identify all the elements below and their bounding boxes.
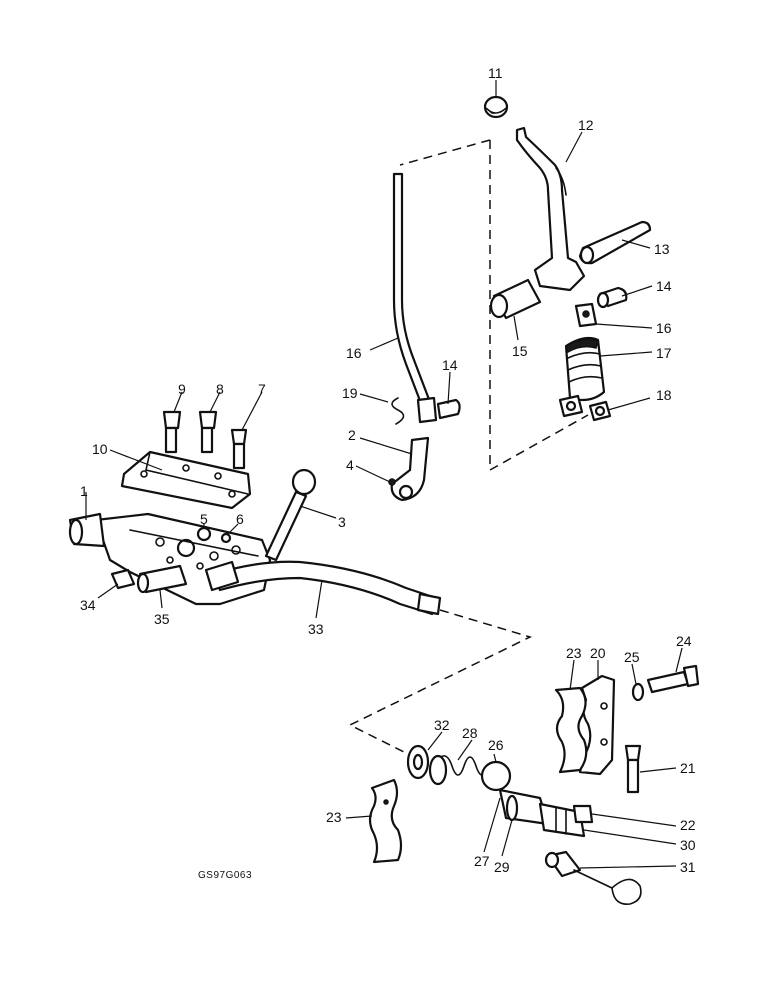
callout-3: 3 (338, 514, 346, 530)
part-13-pin[interactable] (578, 220, 652, 265)
callout-19: 19 (342, 385, 358, 401)
callout-26: 26 (488, 737, 504, 753)
callout-12: 12 (578, 117, 594, 133)
callout-25: 25 (624, 649, 640, 665)
callout-22: 22 (680, 817, 696, 833)
callout-30: 30 (680, 837, 696, 853)
callout-13: 13 (654, 241, 670, 257)
callout-33: 33 (308, 621, 324, 637)
callout-2: 2 (348, 427, 356, 443)
part-23-clamp-lower[interactable] (368, 778, 403, 864)
callout-24: 24 (676, 633, 692, 649)
part-26-ball[interactable] (480, 760, 512, 792)
callout-32: 32 (434, 717, 450, 733)
callout-21: 21 (680, 760, 696, 776)
part-7-bolt[interactable] (230, 428, 248, 470)
callout-27: 27 (474, 853, 490, 869)
part-19-spring-clip[interactable] (391, 397, 405, 425)
callout-labels: 11 12 13 14 15 16 17 18 16 14 19 2 4 3 9… (80, 65, 696, 875)
part-14-pin-upper[interactable] (596, 286, 628, 309)
part-10-cover-plate[interactable] (120, 450, 252, 510)
callout-23-upper: 23 (566, 645, 582, 661)
part-32-washer[interactable] (406, 744, 430, 780)
part-3-lever-handle[interactable] (264, 468, 317, 562)
part-16-rod[interactable] (392, 172, 432, 408)
callout-14-upper: 14 (656, 278, 672, 294)
part-35-fitting[interactable] (136, 564, 188, 594)
part-6-o-ring[interactable] (220, 532, 232, 544)
part-30-fitting[interactable] (538, 802, 586, 838)
callout-35: 35 (154, 611, 170, 627)
part-21-bolt[interactable] (624, 744, 642, 794)
part-24-bolt[interactable] (646, 664, 700, 694)
leader-lines (85, 80, 683, 869)
callout-1: 1 (80, 483, 88, 499)
part-9-bolt[interactable] (162, 410, 182, 454)
part-18-nut[interactable] (588, 400, 612, 422)
part-16-clip-upper[interactable] (574, 302, 598, 328)
callout-18: 18 (656, 387, 672, 403)
callout-34: 34 (80, 597, 96, 613)
callout-16-upper: 16 (656, 320, 672, 336)
part-33-tube[interactable] (204, 560, 442, 616)
callout-31: 31 (680, 859, 696, 875)
part-5-o-ring[interactable] (196, 526, 212, 542)
part-11-knob[interactable] (483, 95, 509, 119)
part-12-lever[interactable] (515, 126, 586, 292)
callout-23-lower: 23 (326, 809, 342, 825)
callout-9: 9 (178, 381, 186, 397)
callout-14-lower: 14 (442, 357, 458, 373)
lever-clevis (416, 396, 438, 424)
callout-28: 28 (462, 725, 478, 741)
part-8-bolt[interactable] (198, 410, 218, 454)
lower-linkage-right (558, 394, 584, 418)
callout-10: 10 (92, 441, 108, 457)
callout-5: 5 (200, 511, 208, 527)
callout-6: 6 (236, 511, 244, 527)
callout-4: 4 (346, 457, 354, 473)
assembly-dashed-lines (348, 139, 589, 756)
callout-16-lower: 16 (346, 345, 362, 361)
part-28-spring[interactable] (428, 754, 489, 786)
callout-15: 15 (512, 343, 528, 359)
part-22-nut[interactable] (572, 804, 594, 824)
part-34-plug[interactable] (110, 568, 136, 590)
part-15-bushing[interactable] (489, 278, 542, 320)
callout-17: 17 (656, 345, 672, 361)
part-17-boot[interactable] (564, 336, 606, 402)
part-2-link-arm[interactable] (390, 436, 430, 502)
callout-29: 29 (494, 859, 510, 875)
part-23-clamp-upper[interactable] (554, 686, 588, 774)
callout-11: 11 (488, 65, 503, 81)
part-25-washer[interactable] (631, 682, 645, 702)
part-29-ring[interactable] (505, 794, 519, 822)
callout-8: 8 (216, 381, 224, 397)
callout-7: 7 (258, 381, 266, 397)
figure-code: GS97G063 (198, 870, 252, 881)
part-1-valve-body[interactable] (68, 512, 272, 606)
part-14-pin-lower[interactable] (436, 398, 461, 420)
part-31-cable[interactable] (544, 850, 642, 905)
callout-20: 20 (590, 645, 606, 661)
